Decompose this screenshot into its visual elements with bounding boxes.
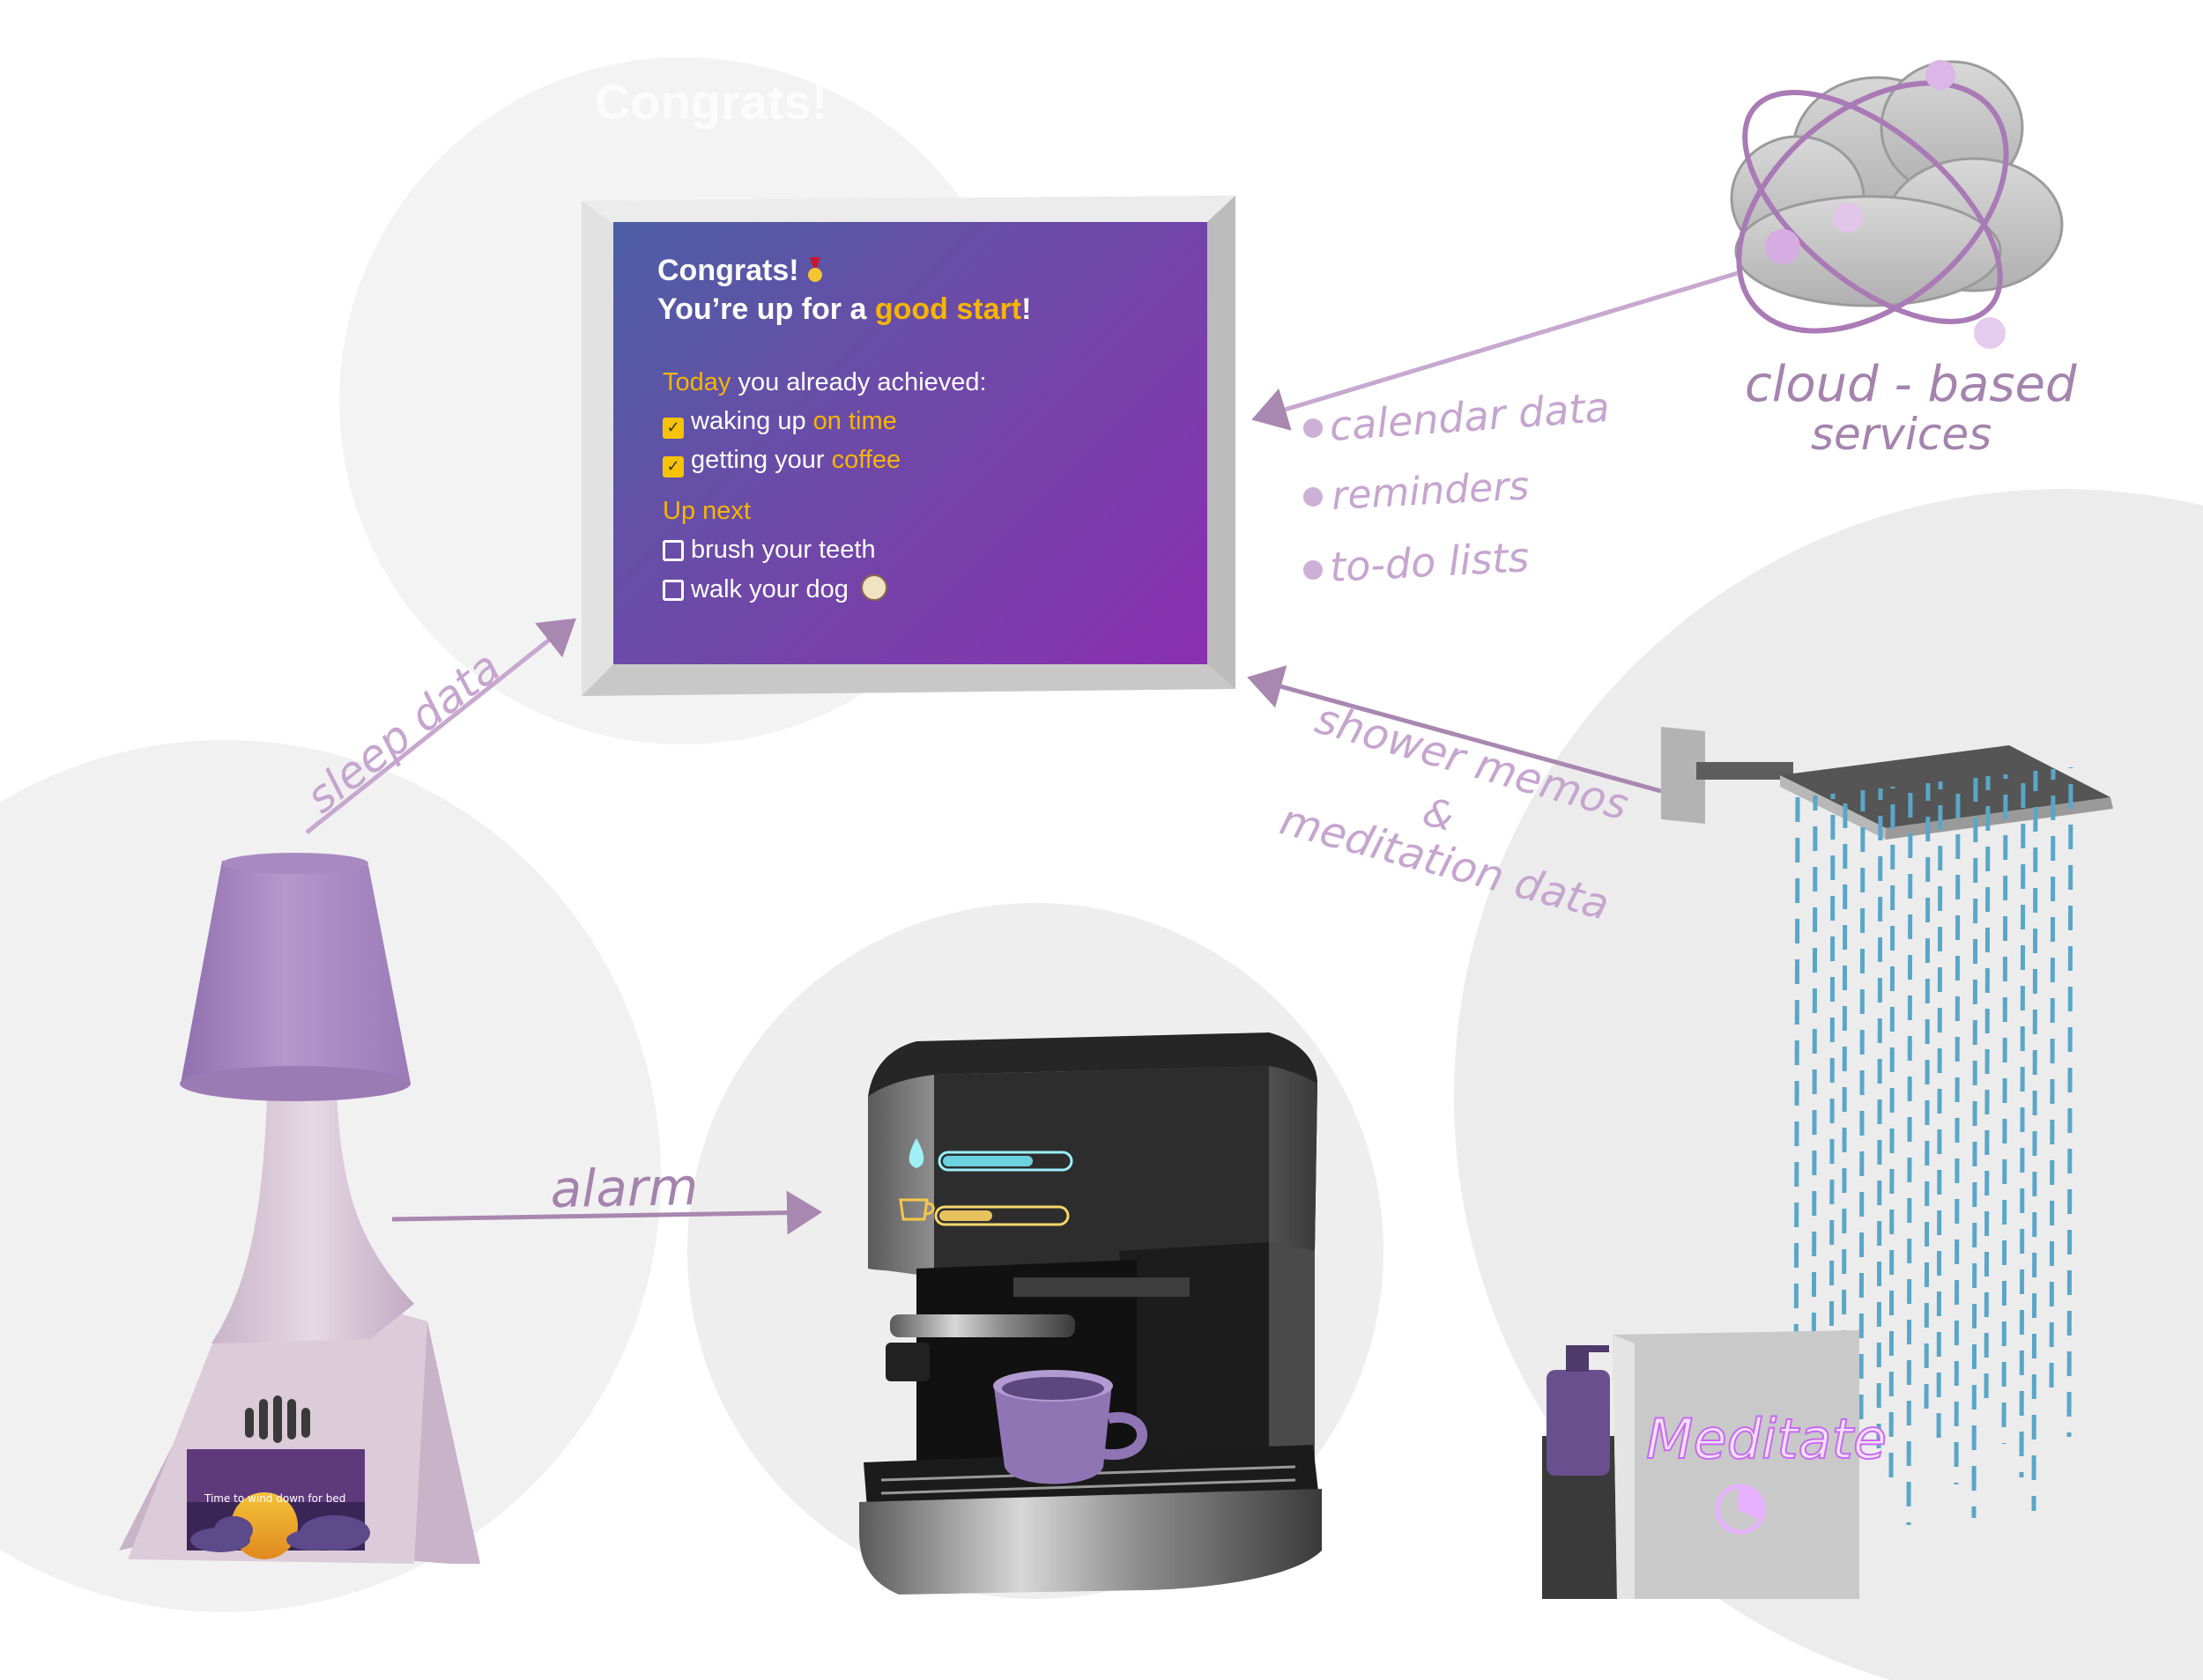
bullet-icon [1303,418,1323,438]
ghost-congrats-text: Congrats! [595,74,827,130]
checkbox-empty-icon[interactable] [663,540,684,561]
title-prefix: You’re up for a [657,292,875,326]
coffee-cup-icon [899,1198,935,1221]
task-text: brush your teeth [691,536,876,564]
lamp-screen: Time to wind down for bed [187,1449,370,1559]
cloud-data-item: calendar data [1328,383,1611,450]
arrow-shower-to-mirror [1247,665,1662,794]
achieved-rest: you already achieved: [731,368,987,396]
task-item-pending[interactable]: brush your teeth [663,536,876,565]
checkbox-empty-icon[interactable] [663,580,684,601]
cloud-data-item: reminders [1331,463,1531,519]
task-item-done[interactable]: ✓ waking up on time [663,407,897,439]
water-stream [2049,768,2056,1404]
water-stream [1793,796,1800,1432]
title-suffix: ! [1021,292,1032,326]
water-stream [1858,789,1866,1425]
task-highlight: on time [812,407,897,435]
congrats-text: Congrats! [657,254,799,287]
checkbox-checked-icon[interactable]: ✓ [663,456,684,477]
water-stream [2001,773,2008,1445]
task-highlight: coffee [831,446,901,474]
timer-icon [1715,1484,1766,1535]
water-drop-icon [909,1138,924,1168]
water-level-indicator [909,1138,1073,1172]
arrow-lamp-to-coffee [391,1190,822,1235]
medal-icon [808,257,823,282]
task-item-done[interactable]: ✓ getting your coffee [663,446,901,477]
lamp-screen-text: Time to wind down for bed [204,1492,345,1505]
title-highlight: good start [874,292,1022,326]
coffee-machine [859,1032,1322,1595]
water-stream [1906,784,1913,1526]
cloud-data-list: calendar data reminders to-do lists [1303,383,1611,591]
alarm-label: alarm [550,1157,699,1219]
cloud-label-line1: cloud - based [1745,356,2077,413]
mirror-screen: Congrats! You’re up for a good start! To… [613,222,1207,664]
meditate-label: Meditate [1646,1407,1887,1471]
water-stream [1954,779,1961,1485]
arrow-lamp-to-mirror [305,618,576,834]
water-streams [1793,766,2073,1533]
water-stream [2019,772,2026,1478]
task-text: getting your [691,446,832,474]
task-text: walk your dog [691,575,849,603]
water-stream [1828,793,1836,1499]
dog-emoji-icon [861,574,887,601]
water-stream [2031,770,2038,1512]
task-text: waking up [691,407,813,435]
today-label: Today [663,368,731,396]
cloud-data-item: to-do lists [1329,533,1531,591]
water-stream [1984,775,1991,1411]
water-stream [1924,782,1931,1418]
mirror-title-line2: You’re up for a good start! [657,292,1031,327]
task-item-pending[interactable]: walk your dog [663,574,887,604]
achieved-heading: Today you already achieved: [663,368,987,397]
speaker-grille-icon [245,1395,310,1443]
water-stream [1876,788,1883,1459]
arrow-cloud-to-mirror [1251,270,1739,431]
water-stream [1971,777,1978,1519]
cloud-small-icon [190,1515,370,1552]
up-next-heading: Up next [663,497,751,525]
cloud-label-line2: services [1811,409,1992,460]
cup-icon [993,1370,1147,1484]
water-stream [2066,766,2073,1438]
shower [1661,727,2113,1533]
water-stream [1936,781,1943,1452]
smart-lamp: Time to wind down for bed [119,853,480,1564]
cloud-services-icon [1730,60,2064,349]
mirror-title-line1: Congrats! [657,254,823,288]
coffee-level-indicator [899,1198,1070,1226]
meditate-panel: Meditate [1613,1330,1888,1599]
water-stream [1888,786,1895,1492]
checkbox-checked-icon[interactable]: ✓ [663,418,684,439]
bullet-icon [1303,560,1323,580]
bullet-icon [1303,487,1323,507]
